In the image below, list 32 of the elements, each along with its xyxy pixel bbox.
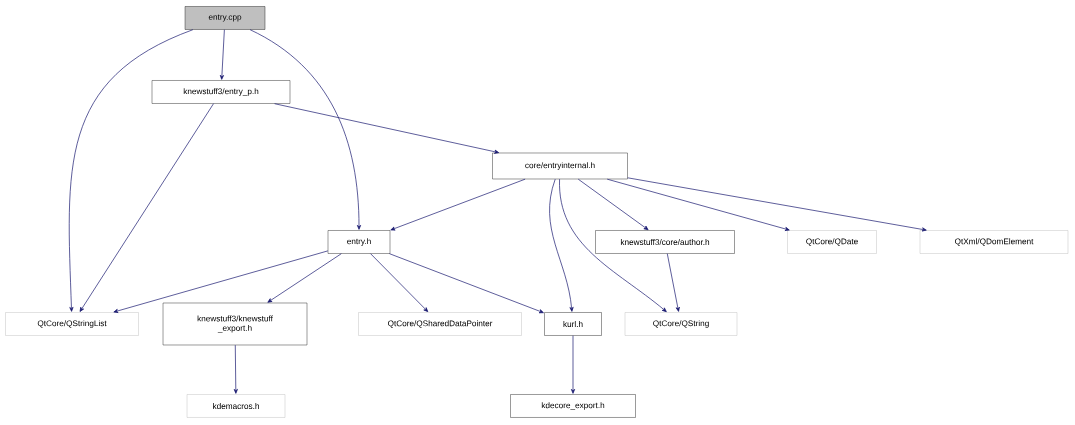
arrow: [627, 177, 927, 232]
arrow: [69, 29, 194, 312]
arrow: [274, 103, 500, 154]
file-box: QtCore/QDate: [787, 230, 877, 254]
arrow: [233, 344, 238, 394]
arrow: [267, 253, 342, 303]
arrow: [559, 178, 667, 313]
file-box: kdecore_export.h: [510, 394, 636, 418]
file-box: knewstuff3/core/author.h: [595, 230, 735, 254]
arrow: [549, 178, 574, 312]
arrow: [570, 335, 576, 394]
arrow: [79, 103, 214, 312]
arrow: [577, 178, 649, 231]
file-box: knewstuff3/knewstuff _export.h: [162, 302, 308, 346]
arrow: [249, 29, 362, 230]
file-box: kurl.h: [544, 312, 602, 336]
file-box: QtCore/QSharedDataPointer: [358, 312, 522, 336]
arrow: [113, 250, 329, 313]
arrow: [219, 29, 225, 80]
file-box: knewstuff3/entry_p.h: [151, 80, 291, 104]
file-box: QtCore/QString: [624, 312, 738, 336]
arrow: [666, 253, 680, 312]
arrow: [390, 178, 526, 231]
arrow: [370, 253, 429, 312]
file-box: kdemacros.h: [186, 394, 286, 418]
file-box: entry.cpp: [184, 6, 266, 30]
arrow: [606, 178, 790, 231]
file-box: QtXml/QDomElement: [919, 230, 1069, 254]
file-box: core/entryinternal.h: [492, 152, 628, 180]
file-box: QtCore/QStringList: [5, 312, 139, 336]
file-box: entry.h: [327, 230, 391, 254]
arrow: [389, 253, 544, 314]
